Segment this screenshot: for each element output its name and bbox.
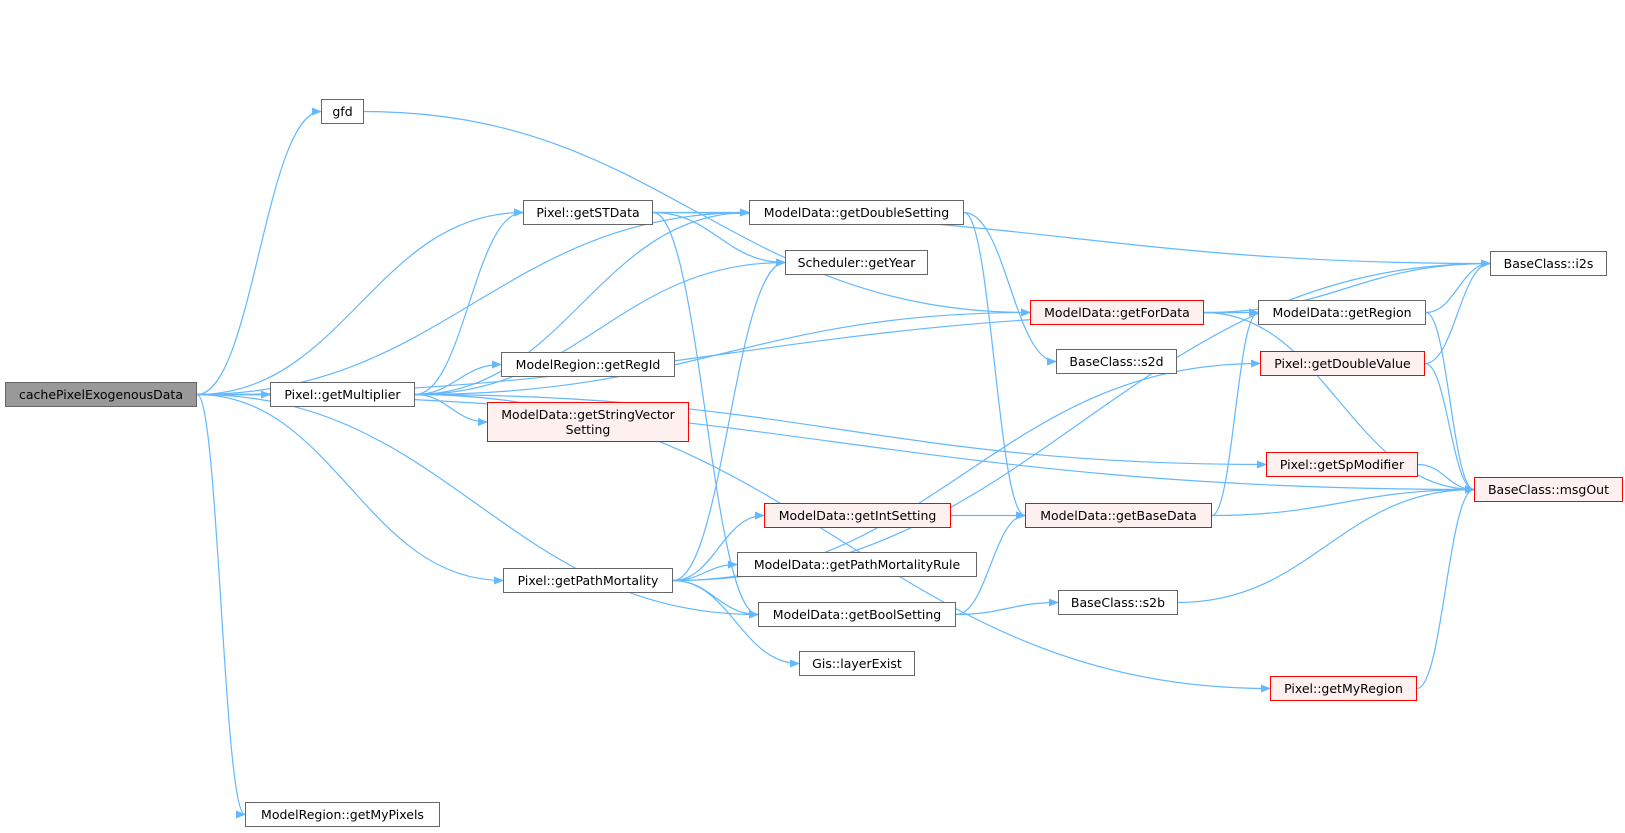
edge-get-stdata-to-get-bool-setting xyxy=(652,211,759,619)
edge-get-region-to-i2s xyxy=(1425,259,1491,314)
node-get-region[interactable]: ModelData::getRegion xyxy=(1258,300,1426,325)
edge-get-double-value-to-msg-out xyxy=(1424,362,1475,494)
edge-get-region-to-msg-out xyxy=(1425,311,1475,494)
node-get-my-region[interactable]: Pixel::getMyRegion xyxy=(1270,676,1417,701)
edge-get-stdata-to-get-year xyxy=(652,211,786,267)
node-get-for-data[interactable]: ModelData::getForData xyxy=(1030,300,1204,325)
node-get-string-vector-setting[interactable]: ModelData::getStringVector Setting xyxy=(487,402,689,442)
edge-get-multiplier-to-get-for-data xyxy=(414,308,1031,396)
edge-get-path-mortality-to-get-int-setting xyxy=(672,511,765,582)
edge-get-base-data-to-msg-out xyxy=(1211,485,1475,517)
node-s2d[interactable]: BaseClass::s2d xyxy=(1056,349,1177,374)
edge-get-path-mortality-to-get-bool-setting xyxy=(672,579,759,619)
node-get-year[interactable]: Scheduler::getYear xyxy=(785,250,928,275)
edge-get-bool-setting-to-get-base-data xyxy=(955,511,1026,616)
edge-cache-to-get-path-mortality xyxy=(196,393,504,585)
edge-get-multiplier-to-get-string-vector-setting xyxy=(414,393,488,426)
node-i2s[interactable]: BaseClass::i2s xyxy=(1490,251,1607,276)
edge-get-my-region-to-msg-out xyxy=(1416,485,1475,690)
edge-cache-to-get-my-pixels xyxy=(196,393,246,819)
edge-get-bool-setting-to-s2b xyxy=(955,598,1059,616)
node-get-path-mortality-rule[interactable]: ModelData::getPathMortalityRule xyxy=(737,552,977,577)
edge-get-multiplier-to-get-reg-id xyxy=(414,360,502,396)
node-get-multiplier[interactable]: Pixel::getMultiplier xyxy=(270,382,415,407)
edge-get-multiplier-to-get-year xyxy=(414,258,786,396)
edge-cache-to-gfd xyxy=(196,107,322,396)
edge-get-double-setting-to-s2d xyxy=(963,211,1057,366)
edge-get-double-value-to-i2s xyxy=(1424,259,1491,365)
edge-get-path-mortality-to-get-path-mortality-rule xyxy=(672,560,738,582)
node-get-path-mortality[interactable]: Pixel::getPathMortality xyxy=(503,568,673,593)
node-get-stdata[interactable]: Pixel::getSTData xyxy=(523,200,653,225)
node-msg-out[interactable]: BaseClass::msgOut xyxy=(1474,477,1623,502)
node-get-double-setting[interactable]: ModelData::getDoubleSetting xyxy=(749,200,964,225)
node-get-int-setting[interactable]: ModelData::getIntSetting xyxy=(764,503,951,528)
edge-get-multiplier-to-get-stdata xyxy=(414,208,524,396)
node-get-double-value[interactable]: Pixel::getDoubleValue xyxy=(1260,351,1425,376)
edge-get-base-data-to-get-region xyxy=(1211,308,1259,517)
edge-get-path-mortality-to-get-double-value xyxy=(672,359,1261,582)
edge-get-path-mortality-to-layer-exist xyxy=(672,579,800,668)
edge-get-for-data-to-msg-out xyxy=(1203,311,1475,494)
edge-get-path-mortality-to-get-year xyxy=(672,258,786,582)
edge-cache-to-get-stdata xyxy=(196,208,524,396)
node-cache: cachePixelExogenousData xyxy=(5,382,197,407)
node-layer-exist[interactable]: Gis::layerExist xyxy=(799,651,915,676)
node-get-bool-setting[interactable]: ModelData::getBoolSetting xyxy=(758,602,956,627)
node-get-sp-modifier[interactable]: Pixel::getSpModifier xyxy=(1266,452,1418,477)
edge-cache-to-msg-out xyxy=(196,393,1475,494)
edge-get-double-setting-to-get-base-data xyxy=(963,211,1026,520)
node-get-my-pixels[interactable]: ModelRegion::getMyPixels xyxy=(245,802,440,827)
edge-get-multiplier-to-get-double-setting xyxy=(414,208,750,396)
node-s2b[interactable]: BaseClass::s2b xyxy=(1058,590,1178,615)
edge-get-multiplier-to-get-sp-modifier xyxy=(414,393,1267,469)
node-gfd[interactable]: gfd xyxy=(321,99,364,124)
edge-s2b-to-msg-out xyxy=(1177,485,1475,604)
node-get-reg-id[interactable]: ModelRegion::getRegId xyxy=(501,352,675,377)
node-get-base-data[interactable]: ModelData::getBaseData xyxy=(1025,503,1212,528)
